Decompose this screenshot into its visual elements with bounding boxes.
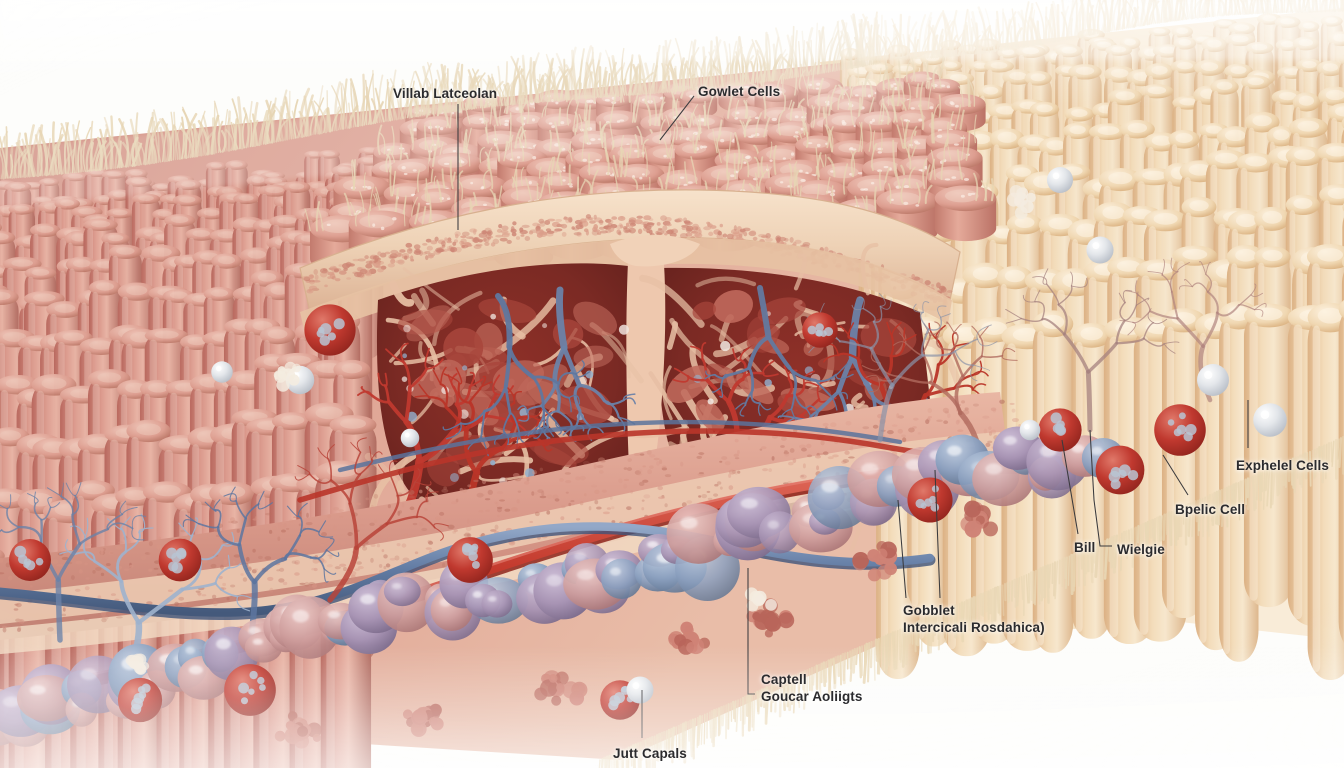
anatomy-illustration (0, 0, 1344, 768)
